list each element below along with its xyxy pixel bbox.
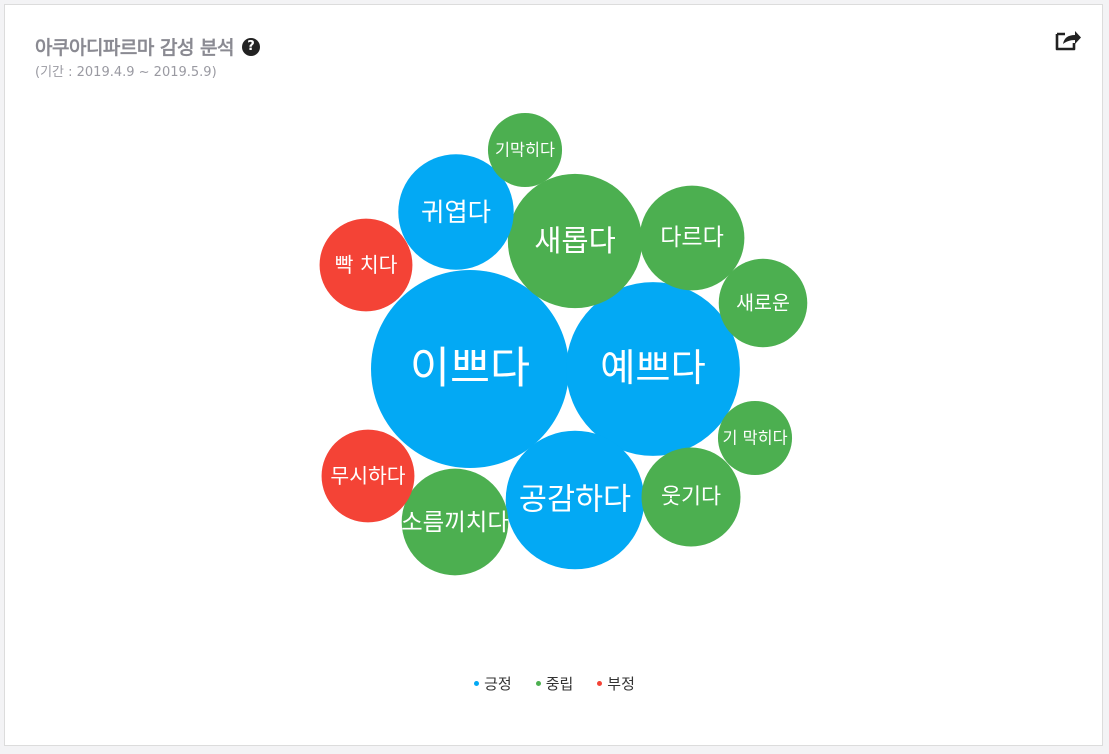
legend-label: 부정 (607, 675, 635, 693)
share-icon[interactable] (1052, 25, 1082, 55)
bubble-label: 새롭다 (534, 224, 616, 258)
bubble-label: 다르다 (660, 225, 724, 251)
legend-item[interactable]: 중립 (535, 673, 574, 694)
sentiment-panel: 아쿠아디파르마 감성 분석 ? (기간 : 2019.4.9 ~ 2019.5.… (4, 4, 1103, 746)
bubble-7[interactable]: 소름끼치다 (401, 468, 509, 576)
bubble-circle[interactable] (718, 258, 808, 348)
bubble-label: 소름끼치다 (401, 508, 509, 536)
bubble-3[interactable]: 공감하다 (505, 430, 645, 570)
bubble-10[interactable]: 무시하다 (321, 429, 415, 523)
legend-label: 긍정 (484, 675, 512, 693)
legend-item[interactable]: 부정 (597, 673, 635, 694)
bubble-8[interactable]: 새로운 (718, 258, 808, 348)
bubble-label: 귀엽다 (421, 197, 491, 227)
bubble-circle[interactable] (321, 429, 415, 523)
bubble-circle[interactable] (401, 468, 509, 576)
legend-dot (535, 681, 541, 686)
bubble-11[interactable]: 기 막히다 (717, 400, 793, 476)
bubble-0[interactable]: 이쁘다 (371, 270, 569, 468)
bubble-circle[interactable] (505, 430, 645, 570)
bubble-label: 무시하다 (330, 464, 405, 488)
bubble-circle[interactable] (371, 270, 569, 468)
legend-dot (597, 681, 603, 686)
legend-dot (474, 681, 480, 686)
period-label: (기간 : 2019.4.9 ~ 2019.5.9) (35, 65, 217, 80)
page-title: 아쿠아디파르마 감성 분석 (35, 37, 235, 59)
legend-label: 중립 (545, 675, 574, 693)
bubble-label: 웃기다 (661, 485, 721, 510)
bubble-label: 기막히다 (495, 141, 555, 160)
title-row: 아쿠아디파르마 감성 분석 ? (35, 33, 261, 60)
bubble-circle[interactable] (566, 282, 740, 456)
bubble-9[interactable]: 빡 치다 (319, 218, 413, 312)
question-circle-icon[interactable]: ? (242, 37, 261, 56)
bubble-label: 기 막히다 (722, 429, 787, 448)
bubble-5[interactable]: 다르다 (639, 185, 745, 291)
bubble-circle[interactable] (717, 400, 793, 476)
bubble-12[interactable]: 기막히다 (487, 112, 563, 188)
bubble-circle[interactable] (487, 112, 563, 188)
bubble-circle[interactable] (639, 185, 745, 291)
bubble-6[interactable]: 웃기다 (641, 447, 741, 547)
bubble-label: 빡 치다 (335, 253, 398, 277)
bubble-4[interactable]: 귀엽다 (398, 154, 514, 270)
bubble-label: 공감하다 (519, 483, 631, 518)
bubble-circle[interactable] (641, 447, 741, 547)
bubble-circle[interactable] (507, 173, 643, 309)
bubble-circle[interactable] (398, 154, 514, 270)
chart-legend: 긍정 중립 부정 (5, 673, 1104, 694)
bubble-label: 이쁘다 (410, 344, 530, 394)
legend-item[interactable]: 긍정 (474, 673, 512, 694)
bubble-label: 새로운 (736, 292, 790, 315)
bubble-2[interactable]: 새롭다 (507, 173, 643, 309)
bubble-1[interactable]: 예쁘다 (566, 282, 740, 456)
bubble-label: 예쁘다 (600, 347, 705, 391)
bubble-circle[interactable] (319, 218, 413, 312)
